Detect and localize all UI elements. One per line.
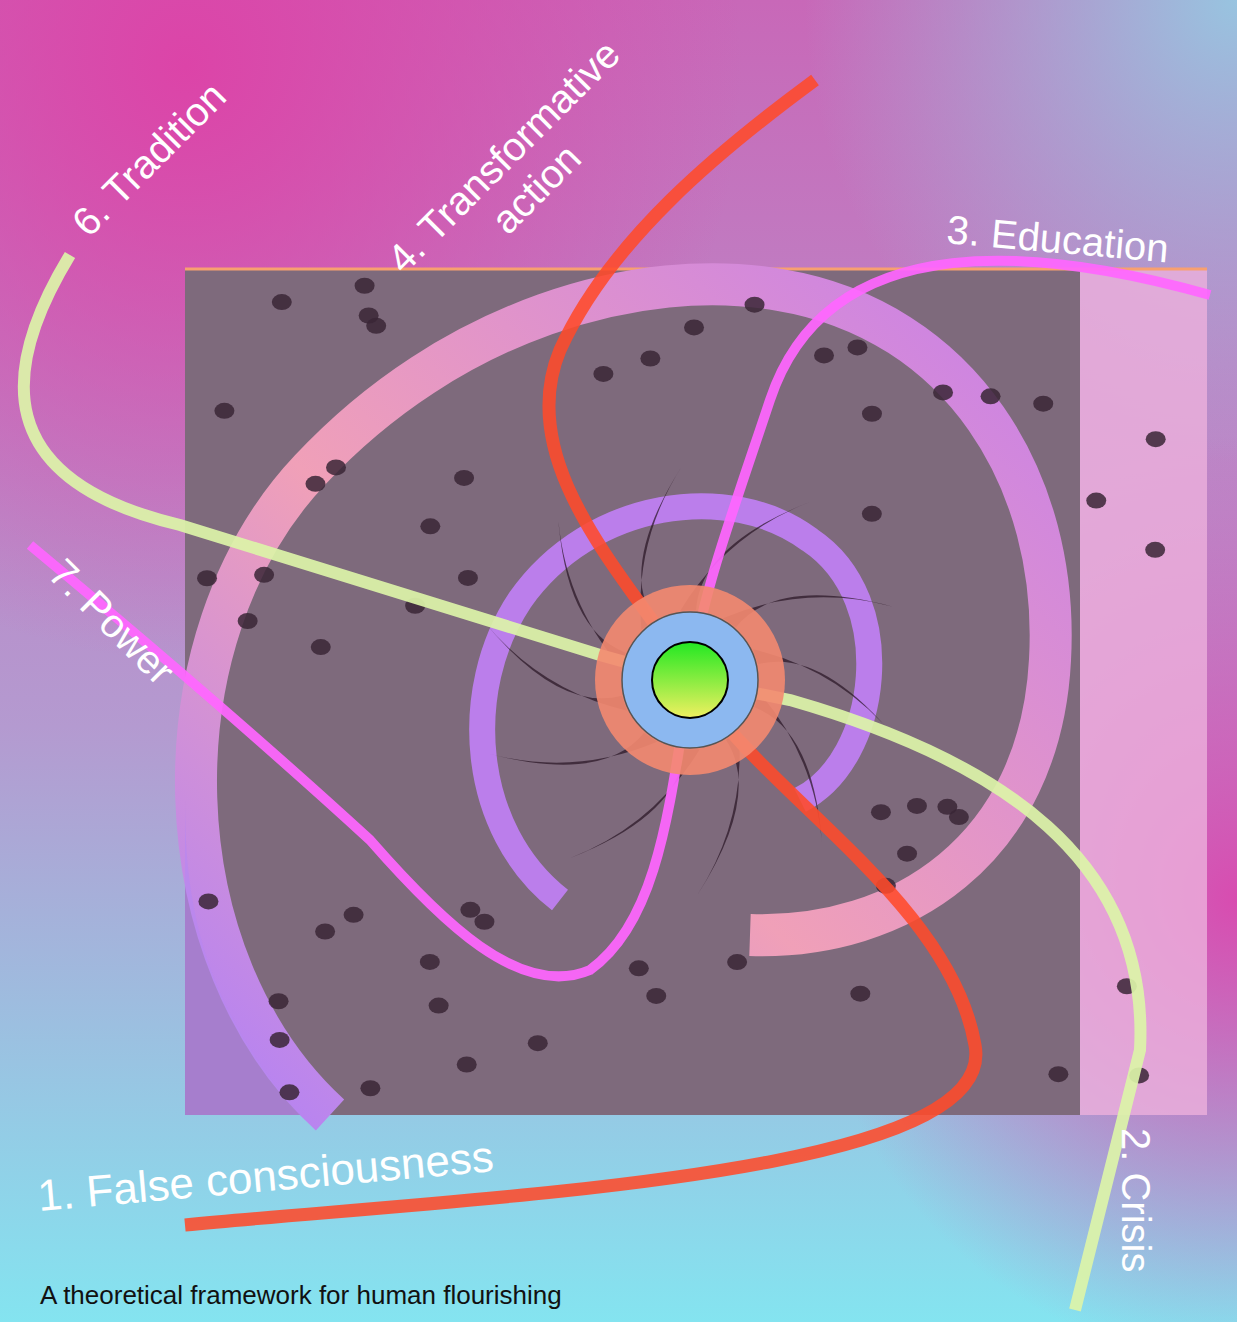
dot xyxy=(1033,396,1053,412)
dot xyxy=(629,960,649,976)
dot xyxy=(429,998,449,1014)
dot xyxy=(305,476,325,492)
dot xyxy=(238,613,258,629)
dot xyxy=(355,278,375,294)
dot xyxy=(1145,542,1165,558)
dot xyxy=(593,366,613,382)
caption: A theoretical framework for human flouri… xyxy=(40,1280,562,1311)
outer-spiral-band xyxy=(196,284,1051,1115)
dot xyxy=(270,1032,290,1048)
dot xyxy=(814,347,834,363)
stage-label: 6. Tradition xyxy=(62,73,234,245)
core-disc xyxy=(622,612,758,748)
core-ring xyxy=(595,585,785,775)
dot xyxy=(344,907,364,923)
dot xyxy=(646,988,666,1004)
dot xyxy=(907,798,927,814)
stage-label: 7. Power xyxy=(40,549,184,693)
dot xyxy=(933,384,953,400)
dot xyxy=(198,893,218,909)
tradition-crisis-curve xyxy=(24,255,1141,1310)
dot xyxy=(460,902,480,918)
dot xyxy=(850,986,870,1002)
dot xyxy=(311,639,331,655)
dot xyxy=(458,570,478,586)
dot xyxy=(197,570,217,586)
dot xyxy=(847,339,867,355)
dot xyxy=(862,506,882,522)
side-strip xyxy=(1080,268,1207,1115)
dot xyxy=(272,294,292,310)
dot xyxy=(457,1056,477,1072)
stage-label: 2. Crisis xyxy=(1113,1128,1159,1272)
stage-label: 4. Transformative action xyxy=(367,20,672,325)
dot xyxy=(420,954,440,970)
dot xyxy=(279,1084,299,1100)
dot xyxy=(254,567,274,583)
dark-square xyxy=(185,268,1080,1115)
dot xyxy=(454,470,474,486)
core-center xyxy=(652,642,728,718)
dot xyxy=(684,319,704,335)
dot xyxy=(1048,1066,1068,1082)
dot xyxy=(937,799,957,815)
dot xyxy=(1086,493,1106,509)
stage-label: 3. Education xyxy=(945,206,1171,271)
dot xyxy=(745,297,765,313)
dot xyxy=(897,846,917,862)
education-power-curve xyxy=(30,261,1210,977)
dot xyxy=(420,518,440,534)
dot xyxy=(528,1035,548,1051)
stage-label: 1. False consciousness xyxy=(36,1132,496,1222)
dot xyxy=(1146,431,1166,447)
dot-field xyxy=(197,278,1166,1101)
dot xyxy=(862,406,882,422)
dot xyxy=(326,459,346,475)
dot xyxy=(474,914,494,930)
dot xyxy=(727,954,747,970)
dot xyxy=(214,403,234,419)
dot xyxy=(640,351,660,367)
dot xyxy=(315,923,335,939)
dot xyxy=(871,804,891,820)
dot xyxy=(360,1080,380,1096)
dot xyxy=(981,388,1001,404)
dot xyxy=(269,993,289,1009)
dot xyxy=(359,307,379,323)
spiral-wedge xyxy=(185,800,300,1115)
